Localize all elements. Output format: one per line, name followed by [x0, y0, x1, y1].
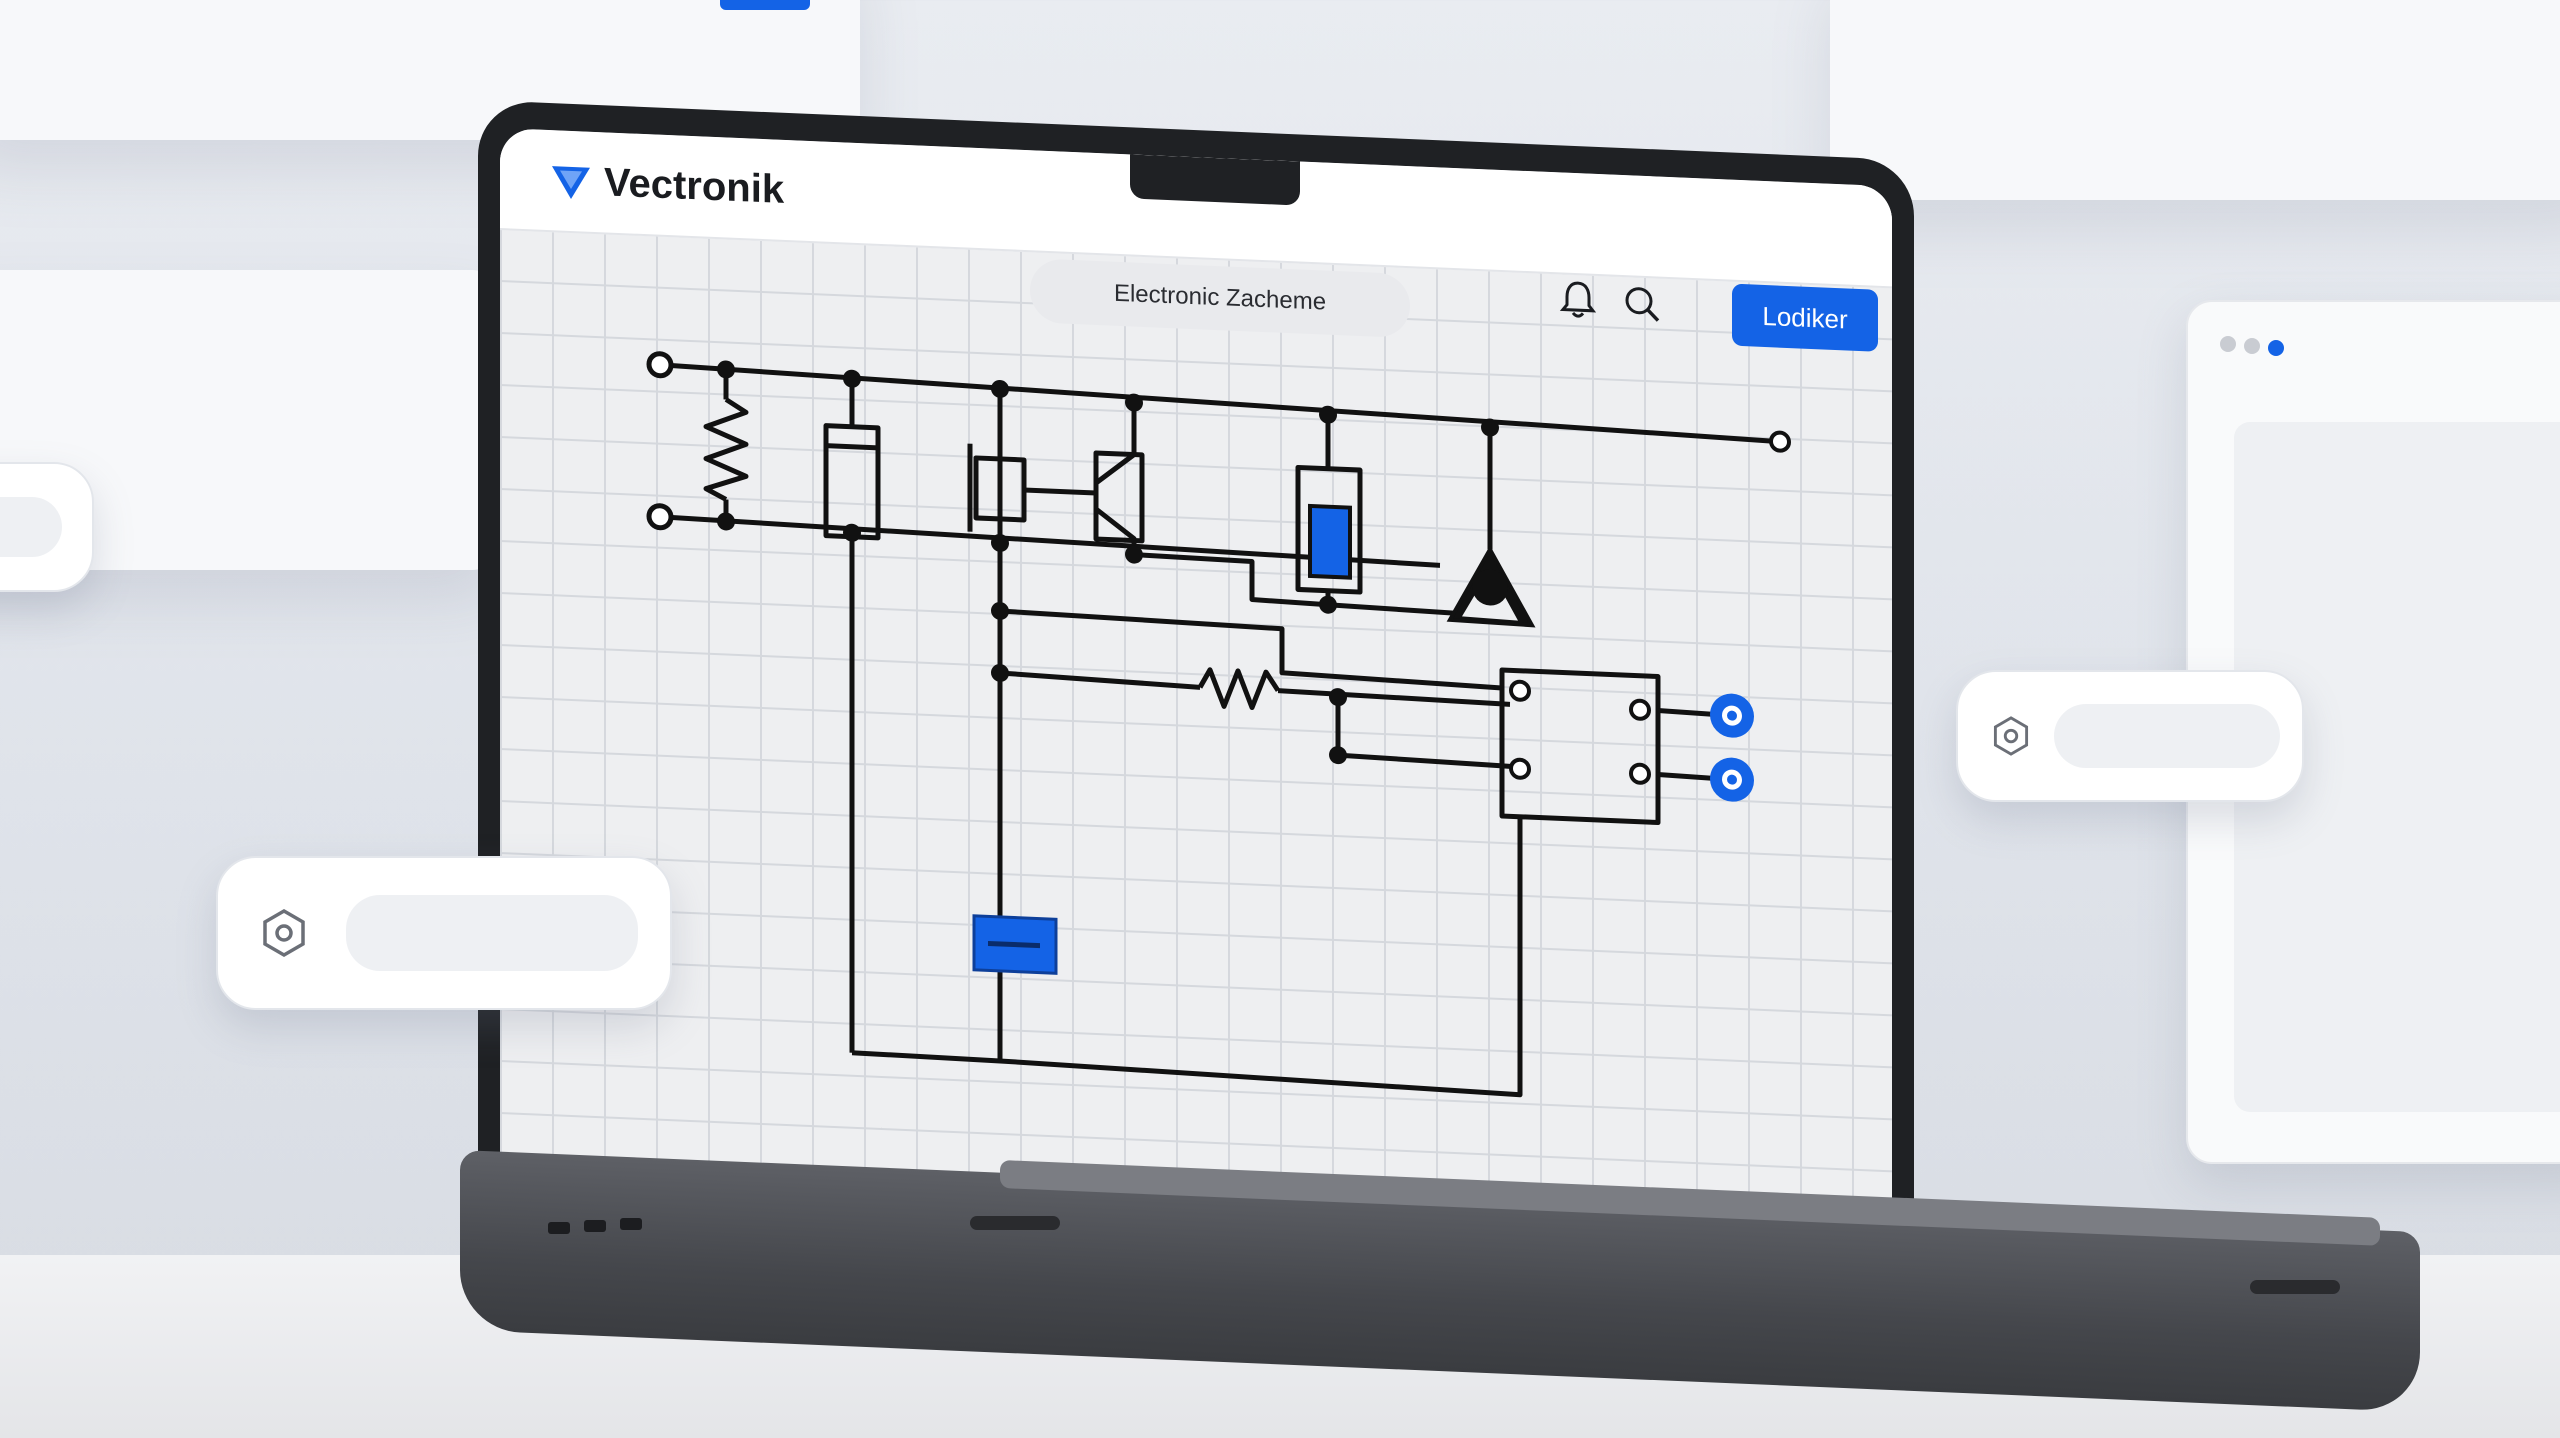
wire-mid-upper — [999, 608, 1501, 691]
window-dot-2 — [2244, 338, 2260, 354]
ic-pin[interactable] — [1509, 757, 1531, 780]
app-header: Vectronik — [500, 128, 1892, 289]
window-dot-3 — [2268, 340, 2284, 356]
floating-card-right[interactable] — [1956, 670, 2304, 802]
hexagon-settings-icon[interactable] — [1988, 713, 2034, 759]
resistor-r1 — [703, 397, 749, 502]
component-ic — [1499, 667, 1661, 826]
laptop-screen: Vectronik Electronic Zacheme Lodiker — [500, 128, 1892, 1247]
search-icon[interactable] — [1620, 281, 1664, 327]
component-c1 — [823, 423, 881, 541]
bell-icon[interactable] — [1556, 276, 1600, 322]
background-accent-bar — [720, 0, 810, 10]
background-panel-top-right — [1830, 0, 2560, 200]
junction-dot — [1481, 418, 1499, 437]
component-c1-band — [826, 443, 878, 451]
ic-pin[interactable] — [1629, 762, 1651, 785]
terminal-input-top[interactable] — [646, 351, 674, 379]
junction-dot — [1319, 595, 1337, 614]
ic-pin[interactable] — [1509, 679, 1531, 702]
transistor-body — [1093, 450, 1145, 544]
battery-terminal-line — [988, 940, 1040, 949]
wire-r2-to-ic — [1277, 688, 1511, 707]
junction-dot — [717, 512, 735, 531]
component-c2-fill — [1308, 503, 1352, 580]
laptop-port — [620, 1218, 642, 1230]
hexagon-settings-icon[interactable] — [256, 905, 312, 961]
terminal-output-top[interactable] — [1769, 430, 1791, 453]
junction-dot — [843, 369, 861, 388]
floating-card-field[interactable] — [2054, 704, 2280, 768]
output-terminal-1-core — [1727, 710, 1737, 721]
resistor-r2 — [1197, 667, 1281, 711]
wire-to-r2 — [999, 670, 1201, 690]
transistor-collector — [1094, 402, 1137, 486]
wire-fet-to-transistor — [1024, 487, 1096, 496]
floating-card-field — [0, 497, 62, 557]
junction-dot — [1329, 688, 1347, 707]
junction-dot — [991, 663, 1009, 682]
wire-to-diode-section — [1133, 552, 1329, 608]
junction-dot — [991, 601, 1009, 620]
junction-dot — [1329, 746, 1347, 765]
junction-dot — [1125, 393, 1143, 412]
laptop-foot — [970, 1216, 1060, 1230]
junction-dot — [1319, 405, 1337, 424]
side-window — [2186, 300, 2560, 1164]
output-terminal-2-core — [1727, 774, 1737, 785]
terminal-input-bottom[interactable] — [646, 503, 674, 531]
junction-dot — [991, 533, 1009, 552]
window-dot-1 — [2220, 336, 2236, 352]
floating-card-left[interactable] — [216, 856, 672, 1010]
vectronik-logo-icon — [552, 166, 590, 199]
laptop-port — [548, 1222, 570, 1234]
junction-dot — [1125, 545, 1143, 564]
junction-dot — [991, 379, 1009, 398]
wire-to-ic-lower — [1337, 752, 1511, 769]
junction-dot — [843, 523, 861, 542]
laptop-port — [584, 1220, 606, 1232]
junction-dot — [717, 360, 735, 379]
schematic-diagram[interactable] — [500, 128, 1892, 1246]
wire-bottom-loop — [851, 816, 1523, 1098]
ic-pin[interactable] — [1629, 698, 1651, 721]
diode-body — [1472, 569, 1508, 606]
floating-card-left-edge[interactable] — [0, 462, 94, 592]
floating-card-field[interactable] — [346, 895, 638, 971]
laptop-foot — [2250, 1280, 2340, 1294]
